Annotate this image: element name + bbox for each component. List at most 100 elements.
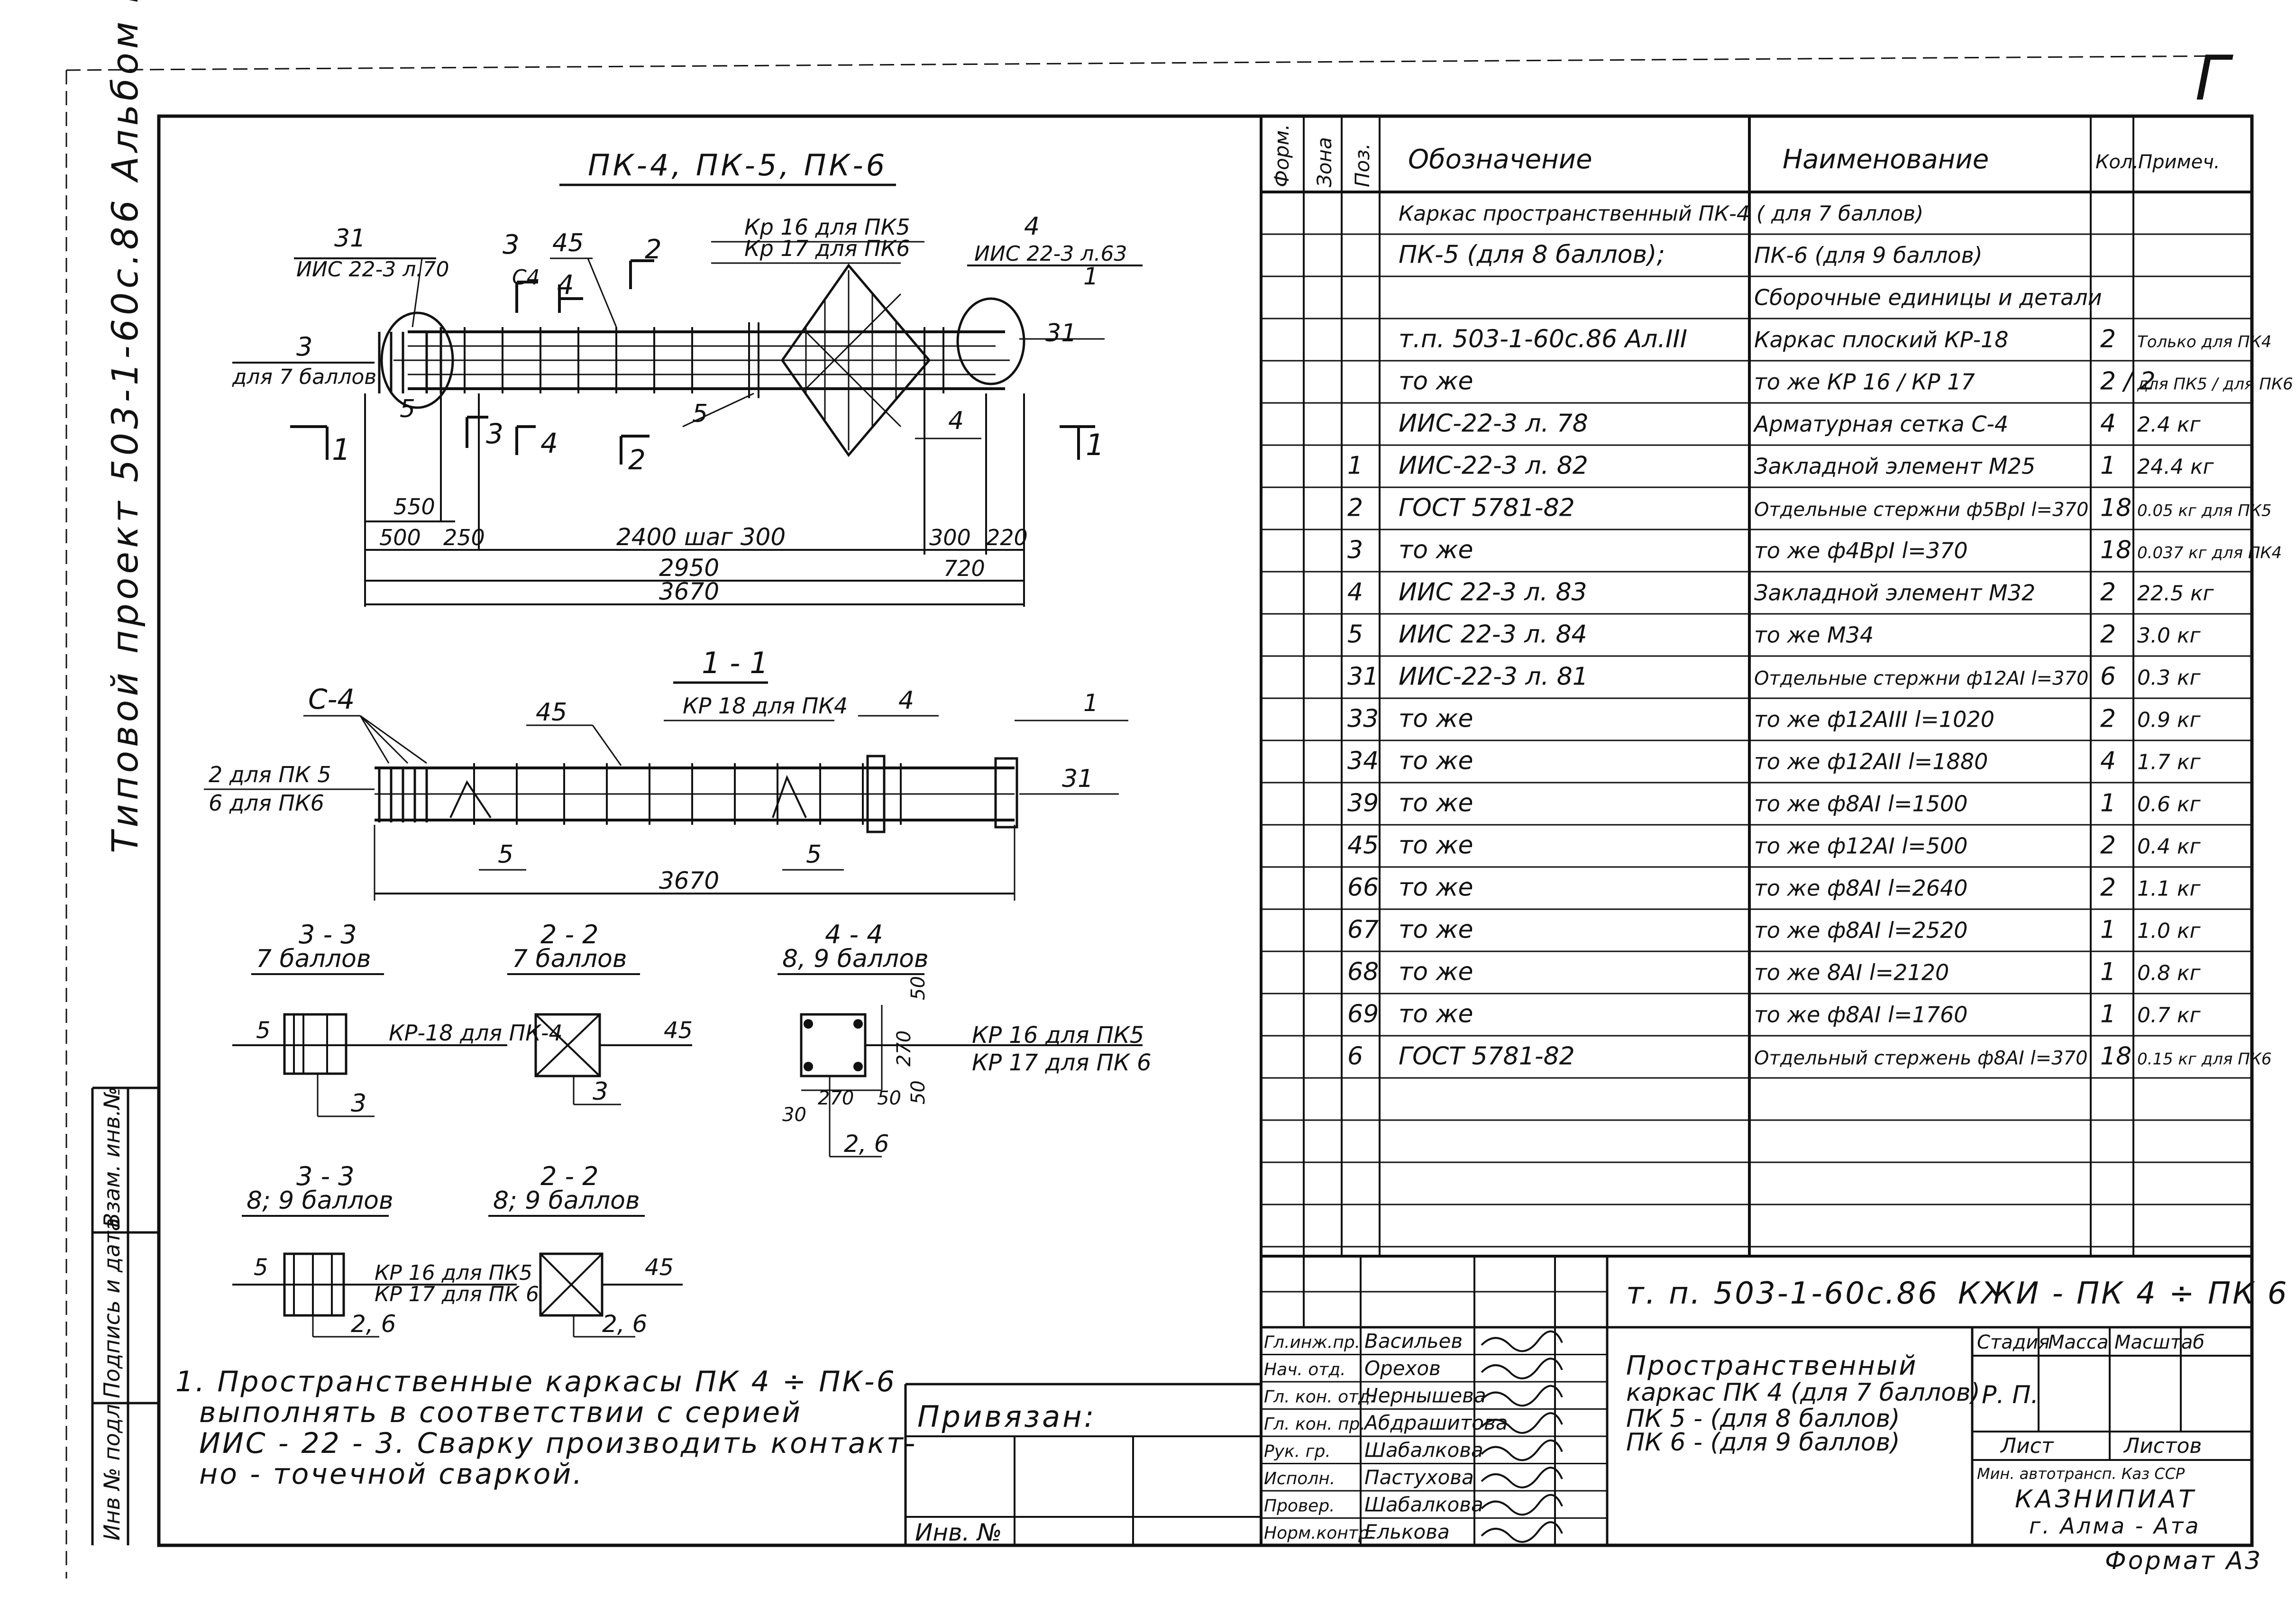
spec-cell-kol: 2 xyxy=(2100,705,2116,733)
ss-26b: 2, 6 xyxy=(351,1310,396,1338)
sec11-c4: С-4 xyxy=(308,683,355,715)
spec-cell-naim: то же М34 xyxy=(1754,622,1874,648)
ss-5b: 5 xyxy=(254,1254,268,1281)
spec-cell-kol: 1 xyxy=(2100,789,2116,818)
spec-cell-prim: 0.7 кг xyxy=(2137,1004,2201,1028)
tb-person: Орехов xyxy=(1364,1357,1441,1380)
spec-cell-oboz: то же xyxy=(1399,831,1473,860)
tb-listov: Листов xyxy=(2123,1434,2202,1458)
small-sections: 3 - 3 7 баллов 2 - 2 7 баллов 4 - 4 8, 9… xyxy=(232,920,1152,1338)
spec-cell-poz: 45 xyxy=(1347,831,1379,860)
sec11-pk5: 2 для ПК 5 xyxy=(209,762,331,787)
lbl-31: 31 xyxy=(334,224,366,253)
ss3-title: 4 - 4 xyxy=(825,920,883,949)
spec-header-6: Примеч. xyxy=(2138,151,2220,173)
tb-role: Гл.инж.пр. xyxy=(1264,1333,1360,1352)
spec-cell-oboz: то же xyxy=(1399,367,1473,396)
spec-cell-oboz: ИИС 22-3 л. 84 xyxy=(1399,620,1587,649)
spec-cell-oboz: ПК-5 (для 8 баллов); xyxy=(1399,241,1665,269)
spec-cell-naim: Арматурная сетка С-4 xyxy=(1753,411,2008,437)
sec11-dim: 3670 xyxy=(659,867,719,894)
ss-d30: 30 xyxy=(782,1104,806,1126)
ss2-sub: 7 баллов xyxy=(512,945,627,973)
spec-cell-naim: то же ф8АI l=1500 xyxy=(1754,791,1968,817)
tb-role: Провер. xyxy=(1264,1496,1335,1516)
side-label: Типовой проект 503-1-60с.86 Альбом III xyxy=(104,0,146,853)
lbl-3: 3 xyxy=(296,332,312,362)
spec-cell-oboz: ГОСТ 5781-82 xyxy=(1399,1042,1575,1071)
spec-cell-oboz: то же xyxy=(1399,916,1473,944)
tb-person: Шабалкова xyxy=(1364,1493,1483,1516)
spec-cell-naim: Отдельный стержень ф8АI l=370 xyxy=(1754,1048,2088,1069)
spec-cell-prim: 22.5 кг xyxy=(2137,582,2214,606)
lbl-3-note: для 7 баллов xyxy=(232,365,376,389)
spec-cell-prim: 0.6 кг xyxy=(2137,793,2201,817)
tb-role: Гл. кон. отд. xyxy=(1264,1387,1375,1407)
dim-2400: 2400 шаг 300 xyxy=(616,523,786,551)
spec-cell-kol: 18 xyxy=(2100,1042,2131,1071)
ss-3b: 3 xyxy=(593,1077,608,1106)
strip-vzam: Взам. инв.№ xyxy=(99,1086,125,1228)
spec-cell-oboz: ИИС-22-3 л. 78 xyxy=(1399,410,1588,438)
dim-2950: 2950 xyxy=(659,554,719,582)
lbl-kr16: Кр 16 для ПК5 xyxy=(744,214,910,240)
spec-cell-naim: ПК-6 (для 9 баллов) xyxy=(1754,243,1983,268)
spec-cell-oboz: ИИС-22-3 л. 82 xyxy=(1399,452,1588,480)
spec-cell-poz: 67 xyxy=(1347,916,1379,944)
signature-mark xyxy=(1481,1467,1563,1488)
spec-row: ПК-5 (для 8 баллов); ПК-6 (для 9 баллов) xyxy=(1399,241,1983,269)
dim-550: 550 xyxy=(393,494,435,520)
spec-row: Каркас пространственный ПК-4 ( для 7 бал… xyxy=(1399,202,1923,226)
spec-cell-prim: 0.15 кг для ПК6 xyxy=(2137,1050,2272,1069)
spec-cell-prim: 1.7 кг xyxy=(2137,750,2201,775)
ss-kr17b: КР 17 для ПК 6 xyxy=(375,1282,539,1306)
tb-role: Норм.контр. xyxy=(1264,1524,1374,1543)
note-line-4: но - точечной сваркой. xyxy=(199,1458,584,1491)
left-strip: Инв № подл Подпись и дата Взам. инв.№ Ти… xyxy=(91,0,159,1545)
signature-mark xyxy=(1481,1521,1563,1543)
tb-org-1: Мин. автотрансп. Каз ССР xyxy=(1977,1465,2185,1483)
tb-person: Чернышева xyxy=(1364,1384,1486,1407)
spec-cell-naim: то же ф12АI l=500 xyxy=(1754,833,1968,859)
ss5-sub: 8; 9 баллов xyxy=(493,1186,640,1215)
spec-cell-prim: 0.05 кг для ПК5 xyxy=(2137,502,2272,520)
ss-5a: 5 xyxy=(256,1017,271,1044)
lbl-c4: С4 xyxy=(512,265,540,290)
spec-cell-kol: 6 xyxy=(2100,663,2116,691)
spec-cell-kol: 18 xyxy=(2100,536,2131,565)
spec-cell-kol: 1 xyxy=(2100,916,2116,944)
spec-cell-prim: для ПК5 / для ПК6 xyxy=(2137,375,2293,394)
spec-cell-prim: 0.3 кг xyxy=(2137,666,2201,690)
spec-cell-kol: 2 xyxy=(2100,620,2116,649)
spec-cell-oboz: ГОСТ 5781-82 xyxy=(1399,494,1575,522)
signature-mark xyxy=(1481,1330,1563,1352)
ss3-sub: 8, 9 баллов xyxy=(782,945,929,973)
spec-cell-naim: то же КР 16 / КР 17 xyxy=(1754,369,1975,395)
signature-mark xyxy=(1481,1412,1563,1434)
spec-cell-oboz: ИИС-22-3 л. 81 xyxy=(1399,663,1588,691)
section-1-1: 1 - 1 С-4 xyxy=(204,646,1128,901)
spec-cell-prim: 0.9 кг xyxy=(2137,708,2201,732)
privyazan: Привязан: xyxy=(917,1399,1097,1434)
ss4-title: 3 - 3 xyxy=(296,1161,355,1191)
spec-cell-oboz: то же xyxy=(1399,1000,1473,1029)
sec11-1: 1 xyxy=(1083,689,1098,717)
spec-cell-naim: то же ф4ВрI l=370 xyxy=(1754,538,1968,564)
lbl-4-top: 4 xyxy=(1024,212,1040,241)
ss-kr16-pk5: КР 16 для ПК5 xyxy=(972,1022,1144,1049)
sec4-top: 4 xyxy=(557,270,574,301)
sec11-pk6: 6 для ПК6 xyxy=(209,790,324,816)
tb-name-1: Пространственный xyxy=(1626,1350,1918,1381)
spec-cell-poz: 34 xyxy=(1347,747,1379,776)
